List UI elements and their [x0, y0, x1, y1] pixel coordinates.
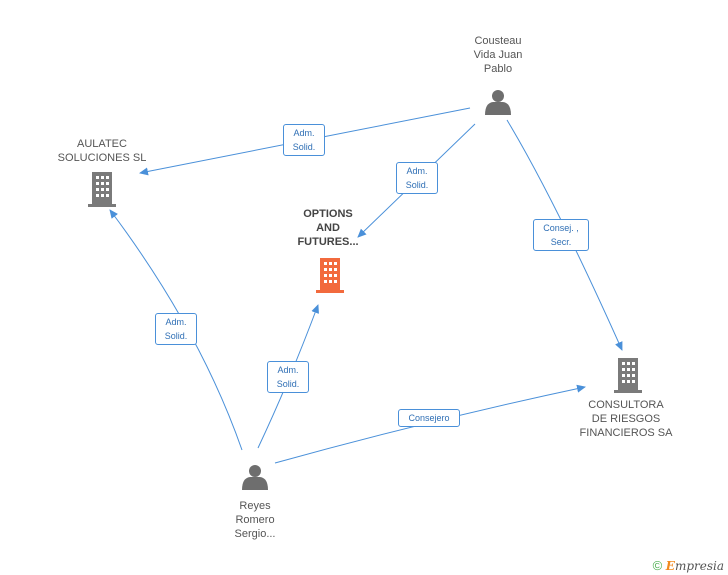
edge-label-reyes-consultora[interactable]: Consejero	[398, 409, 460, 427]
node-label-aulatec[interactable]: AULATEC SOLUCIONES SL	[42, 137, 162, 165]
edge-label-line: Adm.	[277, 365, 299, 375]
node-label-line: AULATEC	[77, 138, 127, 150]
node-label-options[interactable]: OPTIONS AND FUTURES...	[278, 207, 378, 249]
building-icon[interactable]	[88, 172, 116, 207]
node-label-line: SOLUCIONES SL	[57, 152, 147, 164]
edge-label-line: Adm.	[293, 128, 315, 138]
brand-logo: Empresia	[666, 559, 724, 573]
brand-name: mpresia	[674, 559, 724, 573]
edge-label-cousteau-consultora[interactable]: Consej. , Secr.	[533, 219, 589, 251]
building-icon[interactable]	[316, 258, 344, 293]
person-icon[interactable]	[242, 465, 268, 490]
node-label-line: Sergio...	[234, 528, 276, 540]
edge-label-line: Secr.	[550, 237, 572, 247]
node-label-line: Cousteau	[474, 35, 522, 47]
node-label-cousteau[interactable]: Cousteau Vida Juan Pablo	[448, 34, 548, 76]
edge-label-line: Solid.	[405, 180, 429, 190]
edge-label-line: Solid.	[292, 142, 316, 152]
node-label-line: OPTIONS	[303, 208, 353, 220]
edge-label-reyes-aulatec[interactable]: Adm. Solid.	[155, 313, 197, 345]
node-label-reyes[interactable]: Reyes Romero Sergio...	[205, 499, 305, 541]
edge-label-line: Solid.	[164, 331, 188, 341]
edge-label-line: Solid.	[276, 379, 300, 389]
node-label-line: Vida Juan	[473, 49, 523, 61]
node-label-line: DE RIESGOS	[591, 413, 661, 425]
node-label-line: FINANCIEROS SA	[579, 427, 673, 439]
node-label-line: FUTURES...	[297, 236, 359, 248]
edge-label-line: Adm.	[406, 166, 428, 176]
node-label-line: AND	[316, 222, 340, 234]
node-label-line: Romero	[235, 514, 275, 526]
node-label-consultora[interactable]: CONSULTORA DE RIESGOS FINANCIEROS SA	[566, 398, 686, 440]
node-label-line: CONSULTORA	[588, 399, 664, 411]
edge-label-line: Consejero	[408, 413, 450, 423]
brand-initial: E	[665, 559, 675, 573]
person-icon[interactable]	[485, 90, 511, 115]
building-icon[interactable]	[614, 358, 642, 393]
node-label-line: Reyes	[239, 500, 271, 512]
copyright-icon: ©	[652, 558, 663, 573]
node-label-line: Pablo	[483, 63, 513, 75]
brand-footer: © Empresia	[653, 558, 724, 573]
edge-label-cousteau-aulatec[interactable]: Adm. Solid.	[283, 124, 325, 156]
edge-label-reyes-options[interactable]: Adm. Solid.	[267, 361, 309, 393]
edge-label-line: Consej. ,	[543, 223, 579, 233]
edge-label-line: Adm.	[165, 317, 187, 327]
edge-cousteau-consultora[interactable]	[506, 119, 623, 351]
edge-label-cousteau-options[interactable]: Adm. Solid.	[396, 162, 438, 194]
